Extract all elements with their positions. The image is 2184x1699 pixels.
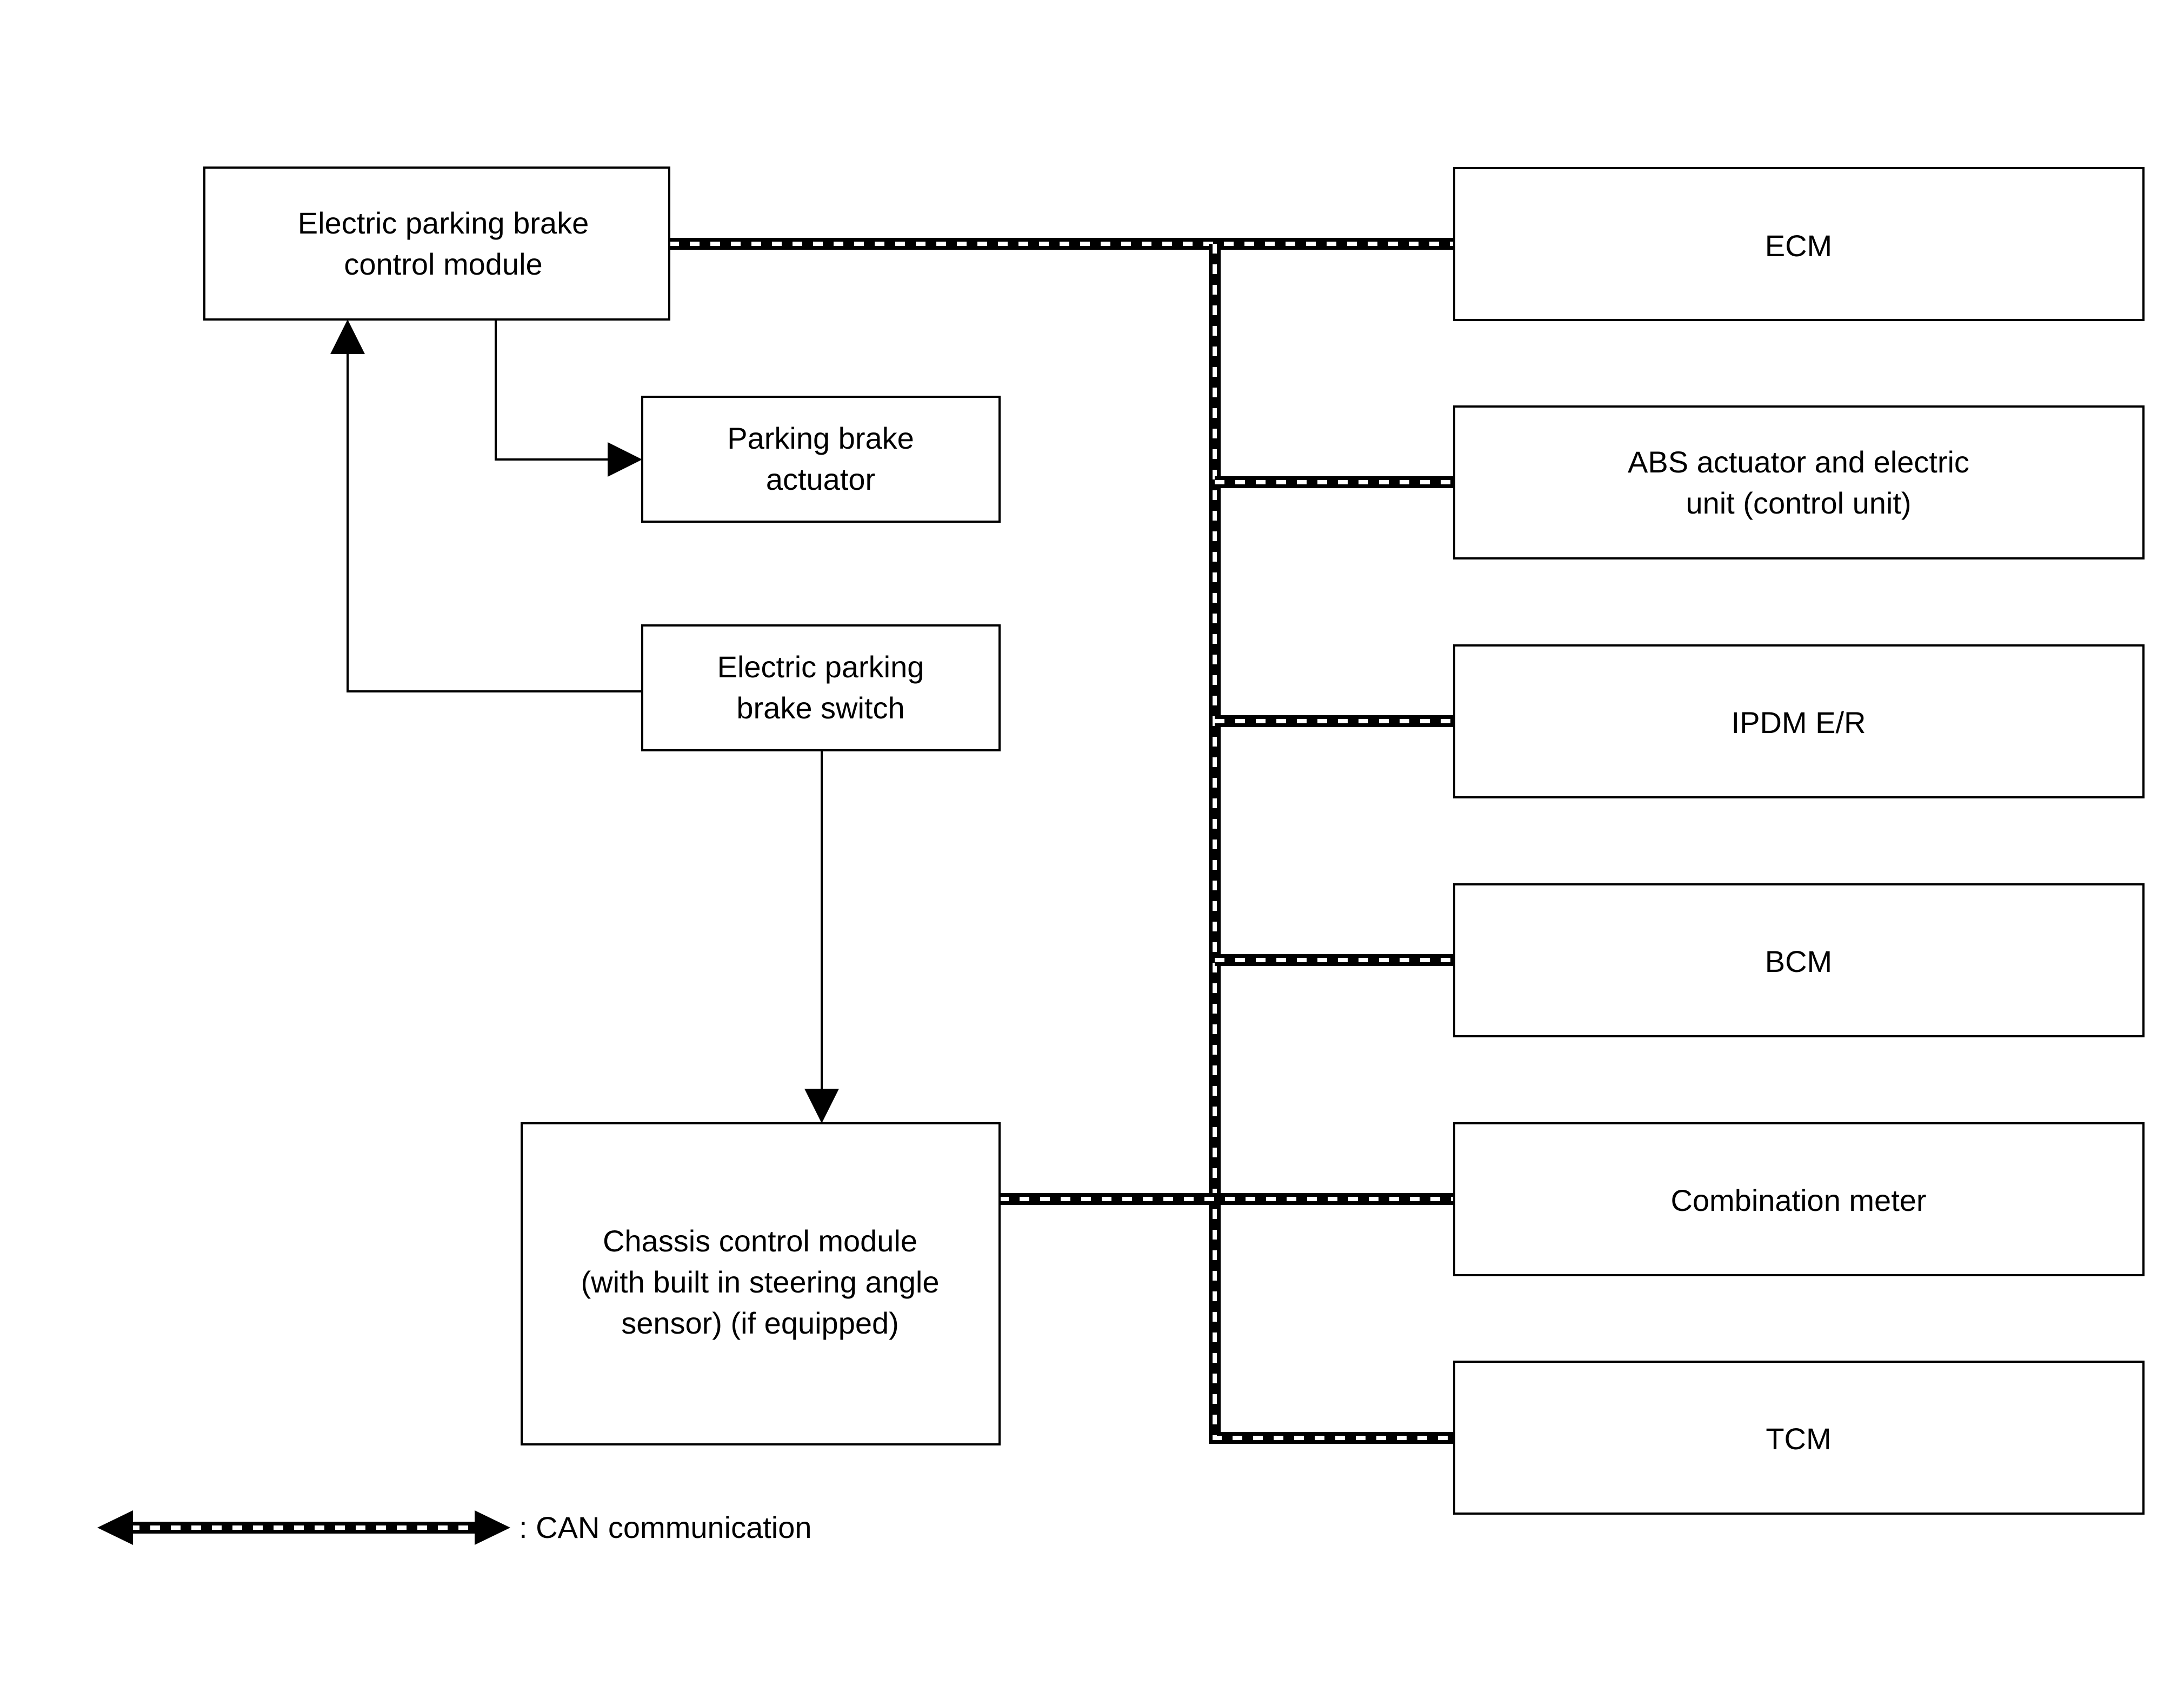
can-bus — [669, 238, 1454, 1444]
chassis-control-module-label-line1: Chassis control module — [603, 1224, 917, 1258]
chassis-control-module: Chassis control module (with built in st… — [521, 1122, 1001, 1445]
abs-actuator-label-line2: unit (control unit) — [1686, 486, 1911, 520]
legend-arrowhead-right — [475, 1510, 510, 1545]
arrowhead-to-actuator — [608, 442, 642, 477]
tcm-module: TCM — [1453, 1361, 2145, 1515]
ecm-label: ECM — [1765, 229, 1832, 263]
bcm-label: BCM — [1765, 944, 1832, 978]
signal-lines — [330, 319, 839, 1123]
signal-line-switch-to-epb — [347, 352, 642, 692]
combination-meter-label: Combination meter — [1670, 1183, 1926, 1217]
combination-meter-module: Combination meter — [1453, 1122, 2145, 1276]
epb-switch: Electric parking brake switch — [641, 624, 1001, 751]
ecm-module: ECM — [1453, 167, 2145, 321]
can-trunk-dash — [1213, 244, 1454, 1440]
legend-arrowhead-left — [97, 1510, 133, 1545]
bcm-module: BCM — [1453, 883, 2145, 1037]
abs-actuator-module: ABS actuator and electric unit (control … — [1453, 405, 2145, 559]
tcm-label: TCM — [1766, 1422, 1831, 1456]
ipdm-label: IPDM E/R — [1732, 705, 1866, 739]
epb-control-module: Electric parking brake control module — [203, 166, 670, 321]
abs-actuator-label-line1: ABS actuator and electric — [1628, 445, 1969, 479]
arrowhead-to-chassis — [804, 1089, 839, 1123]
parking-brake-actuator-label-line1: Parking brake — [727, 421, 914, 455]
parking-brake-actuator-label-line2: actuator — [766, 462, 875, 496]
epb-switch-label-line2: brake switch — [736, 691, 904, 725]
chassis-control-module-label-line2: (with built in steering angle — [581, 1265, 939, 1299]
legend: : CAN communication — [97, 1510, 812, 1545]
epb-control-module-label-line2: control module — [344, 247, 542, 281]
can-trunk — [1209, 244, 1454, 1444]
ipdm-module: IPDM E/R — [1453, 644, 2145, 798]
epb-control-module-label-line1: Electric parking brake — [298, 206, 589, 240]
arrowhead-to-epb-module — [330, 319, 365, 354]
legend-can-label: : CAN communication — [519, 1510, 812, 1544]
chassis-control-module-label-line3: sensor) (if equipped) — [621, 1306, 899, 1340]
parking-brake-actuator: Parking brake actuator — [641, 396, 1001, 523]
signal-line-epb-to-actuator — [495, 319, 610, 461]
epb-switch-label-line1: Electric parking — [717, 650, 924, 684]
